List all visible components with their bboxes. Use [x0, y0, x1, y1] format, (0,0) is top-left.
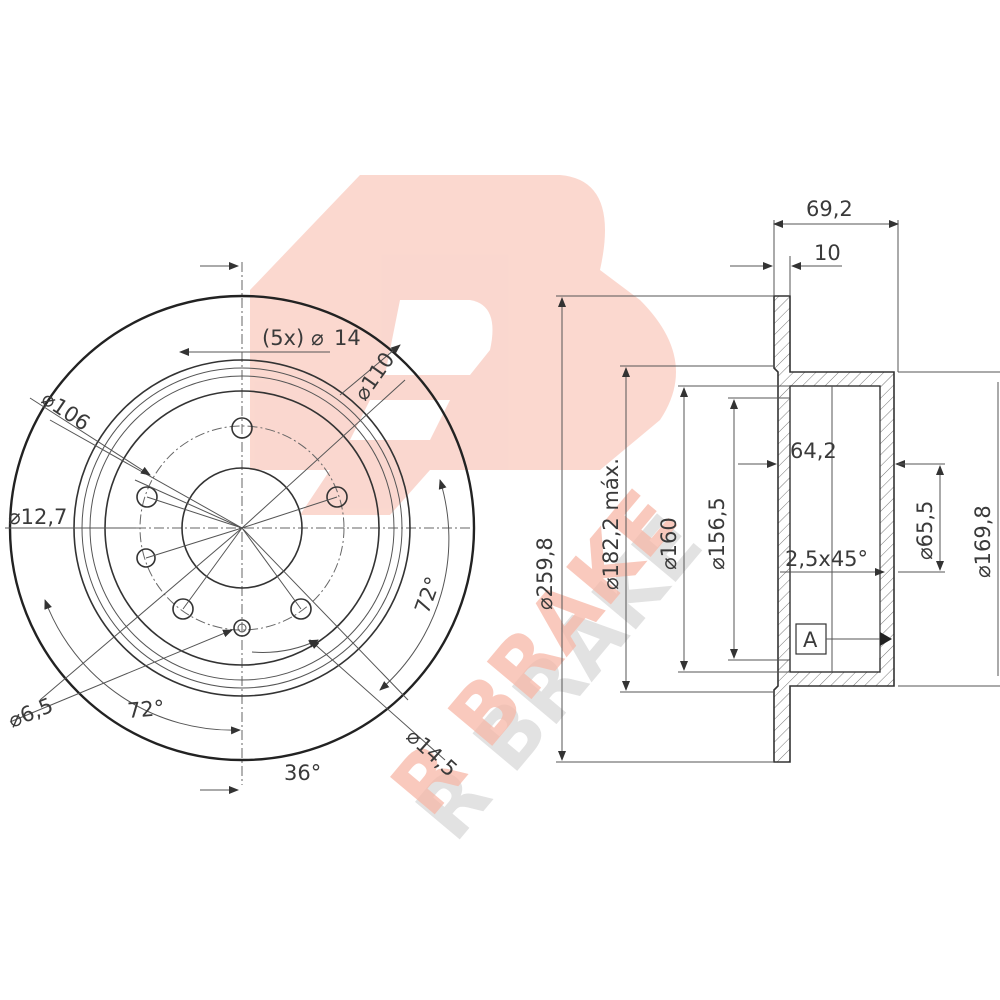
total-height-label: 69,2	[806, 197, 853, 221]
centering-label: ⌀106	[37, 386, 94, 435]
datum-box	[795, 623, 827, 655]
diameter-symbol: ⌀	[8, 505, 21, 529]
center-bore-label: ⌀65,5	[913, 501, 937, 560]
side-view: 69,2 10 ⌀259,8 ⌀182,2 máx. ⌀160	[533, 197, 1000, 763]
hat-outer-dia-value: 160	[657, 517, 681, 557]
hat-inner-dia-label: ⌀156,5	[705, 497, 729, 570]
diameter-symbol: ⌀	[971, 565, 995, 578]
datum-triangle	[880, 632, 892, 646]
bolt-hole-diameter-label: 14	[334, 326, 361, 350]
radial-lines	[39, 379, 409, 701]
thickness-label: 10	[814, 241, 841, 265]
friction-dia-label: ⌀182,2 máx.	[599, 458, 623, 590]
bolt-hole	[326, 486, 348, 508]
r-brake-logo	[250, 175, 676, 515]
angle-arc-bottom	[251, 639, 319, 653]
locating-label: ⌀12,7	[8, 505, 67, 529]
bottom-hole-dim-line	[309, 639, 446, 761]
outer-hat-dia-value: 169,8	[971, 505, 995, 565]
diameter-symbol: ⌀	[599, 577, 623, 590]
small-hole-label: ⌀6,5	[5, 693, 57, 733]
friction-dia-value: 182,2 máx.	[599, 458, 623, 577]
centering-dim-line	[29, 397, 151, 476]
disc-dia-label: ⌀259,8	[533, 537, 557, 610]
hat-depth-label: 64,2	[790, 439, 837, 463]
locating-hole	[136, 548, 156, 568]
outer-hat-dia-label: ⌀169,8	[971, 505, 995, 578]
angle-bottom-label: 36°	[284, 761, 321, 785]
bolt-hole	[136, 486, 158, 508]
front-view: (5x) ⌀ 14 ⌀110 ⌀106 ⌀12,7 ⌀6,5	[5, 262, 476, 794]
diameter-symbol: ⌀	[533, 597, 557, 610]
diameter-symbol: ⌀	[913, 547, 937, 560]
locating-value: 12,7	[21, 505, 68, 529]
datum-label: A	[803, 628, 818, 652]
center-bore	[181, 467, 303, 589]
bolt-hole	[231, 417, 253, 439]
angle-right-label: 72°	[410, 574, 445, 617]
pcd-label: ⌀110	[349, 348, 399, 405]
angle-arc-right	[379, 479, 450, 691]
logo-r-inner-lower	[350, 400, 450, 440]
logo-r-inner	[385, 300, 493, 375]
pcd-dim-line	[339, 344, 401, 396]
bolt-hole	[290, 598, 312, 620]
center-bore-value: 65,5	[913, 501, 937, 548]
bolt-pattern-label: (5x)	[262, 326, 304, 350]
diameter-symbol: ⌀	[311, 326, 324, 350]
bottom-hole-label: ⌀14,5	[402, 724, 462, 782]
diameter-symbol: ⌀	[705, 557, 729, 570]
chamfer-label: 2,5x45°	[785, 547, 868, 571]
angle-arc-left	[44, 599, 241, 735]
pcd-circle	[139, 425, 345, 631]
diameter-symbol: ⌀	[657, 557, 681, 570]
angle-left-label: 72°	[126, 696, 165, 723]
hat-inner-dia-value: 156,5	[705, 497, 729, 557]
small-hole-value: 6,5	[17, 693, 57, 728]
disc-dia-value: 259,8	[533, 537, 557, 597]
hat-outer-dia-label: ⌀160	[657, 517, 681, 570]
